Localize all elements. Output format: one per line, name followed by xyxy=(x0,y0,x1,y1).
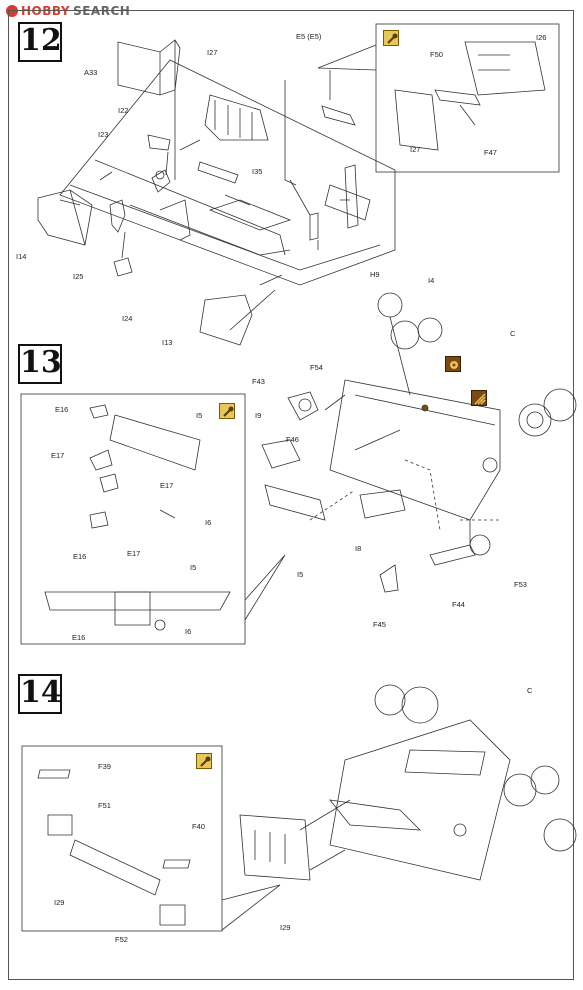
inset-part-i5 xyxy=(109,414,201,471)
label-i9: I9 xyxy=(255,411,262,420)
label-c-14: C xyxy=(527,686,533,695)
label-e17-b: E17 xyxy=(160,481,174,490)
label-i29: I29 xyxy=(54,898,65,907)
label-e16-c: E16 xyxy=(72,633,86,642)
part-f44 xyxy=(429,544,476,566)
part-i35 xyxy=(197,161,239,184)
part-i23 xyxy=(151,169,171,193)
inset-13 xyxy=(20,393,246,645)
label-i13: I13 xyxy=(162,338,173,347)
part-i4 xyxy=(377,292,403,318)
label-e16-b: E16 xyxy=(73,552,87,561)
part-i24 xyxy=(113,257,133,277)
inset-14 xyxy=(21,745,223,932)
label-i4: I4 xyxy=(428,276,435,285)
hull-deck-line xyxy=(69,184,381,271)
watermark-brand-b: SEARCH xyxy=(73,4,131,18)
part-a33 xyxy=(117,39,181,96)
hatch-12 xyxy=(208,199,292,231)
label-i24: I24 xyxy=(122,314,133,323)
part-i8 xyxy=(359,489,406,519)
part-i9 xyxy=(261,439,301,469)
watermark-logo-icon xyxy=(6,5,18,17)
part-i5 xyxy=(264,484,326,521)
label-i23: I23 xyxy=(98,130,109,139)
part-f43 xyxy=(287,391,319,421)
label-e16: E16 xyxy=(55,405,69,414)
label-f52: F52 xyxy=(115,935,128,944)
label-i22: I22 xyxy=(118,106,129,115)
part-i25 xyxy=(109,199,126,233)
photo-etch-tool-icon xyxy=(196,753,212,769)
inset-part-i27 xyxy=(394,89,439,151)
part-e5 xyxy=(321,105,356,126)
part-f53 xyxy=(469,534,491,556)
paint-stripe-icon xyxy=(471,390,487,406)
part-i22 xyxy=(147,134,171,151)
hull-outline-12 xyxy=(59,59,396,286)
photo-etch-tool-icon xyxy=(219,403,235,419)
label-e5: E5 (E5) xyxy=(296,32,322,41)
label-f45: F45 xyxy=(373,620,386,629)
label-i27-inset: I27 xyxy=(410,145,421,154)
inset-part-i26 xyxy=(464,41,546,96)
page-frame xyxy=(8,10,574,980)
inset-12 xyxy=(375,23,560,173)
label-f53: F53 xyxy=(514,580,527,589)
photo-etch-tool-icon xyxy=(383,30,399,46)
label-i6: I6 xyxy=(205,518,212,527)
label-i8: I8 xyxy=(355,544,362,553)
inset-part-i29 xyxy=(69,839,161,896)
label-i29-b: I29 xyxy=(280,923,291,932)
inset-part-i5-front xyxy=(44,591,231,611)
label-f54: F54 xyxy=(310,363,323,372)
part-h9-b xyxy=(344,164,359,229)
label-c: C xyxy=(510,329,516,338)
part-f45 xyxy=(379,564,399,593)
label-i5-c: I5 xyxy=(297,570,304,579)
label-i25: I25 xyxy=(73,272,84,281)
label-f47: F47 xyxy=(484,148,497,157)
label-i5-b: I5 xyxy=(190,563,197,572)
label-i14: I14 xyxy=(16,252,27,261)
inset-part-f39 xyxy=(37,769,71,779)
hatch-14 xyxy=(404,749,486,776)
step-number-13: 13 xyxy=(18,344,62,384)
label-f39: F39 xyxy=(98,762,111,771)
label-h9: H9 xyxy=(370,270,380,279)
label-e17-c: E17 xyxy=(127,549,141,558)
part-h9-a xyxy=(309,212,319,241)
inset-part-f51 xyxy=(47,814,73,836)
inset-part-f50 xyxy=(434,89,481,106)
part-i29 xyxy=(239,814,311,881)
label-f44: F44 xyxy=(452,600,465,609)
label-a33: A33 xyxy=(84,68,98,77)
watermark: HOBBY SEARCH xyxy=(6,4,130,18)
label-e17: E17 xyxy=(51,451,65,460)
label-i26: I26 xyxy=(536,33,547,42)
part-i13 xyxy=(199,294,253,346)
label-f46: F46 xyxy=(286,435,299,444)
watermark-brand-a: HOBBY xyxy=(21,4,71,18)
label-i6-b: I6 xyxy=(185,627,192,636)
inset-part-f40 xyxy=(162,859,191,869)
label-f40: F40 xyxy=(192,822,205,831)
step-number-14: 14 xyxy=(18,674,62,714)
paint-brown-icon xyxy=(445,356,461,372)
part-i14 xyxy=(37,189,93,246)
label-f50: F50 xyxy=(430,50,443,59)
hull-outline-14 xyxy=(329,719,511,881)
label-i5: I5 xyxy=(196,411,203,420)
part-i27 xyxy=(204,94,269,141)
label-i35: I35 xyxy=(252,167,263,176)
label-i27: I27 xyxy=(207,48,218,57)
step-number-12: 12 xyxy=(18,22,62,62)
label-f43: F43 xyxy=(252,377,265,386)
label-f51: F51 xyxy=(98,801,111,810)
inset-part-f52 xyxy=(159,904,186,926)
